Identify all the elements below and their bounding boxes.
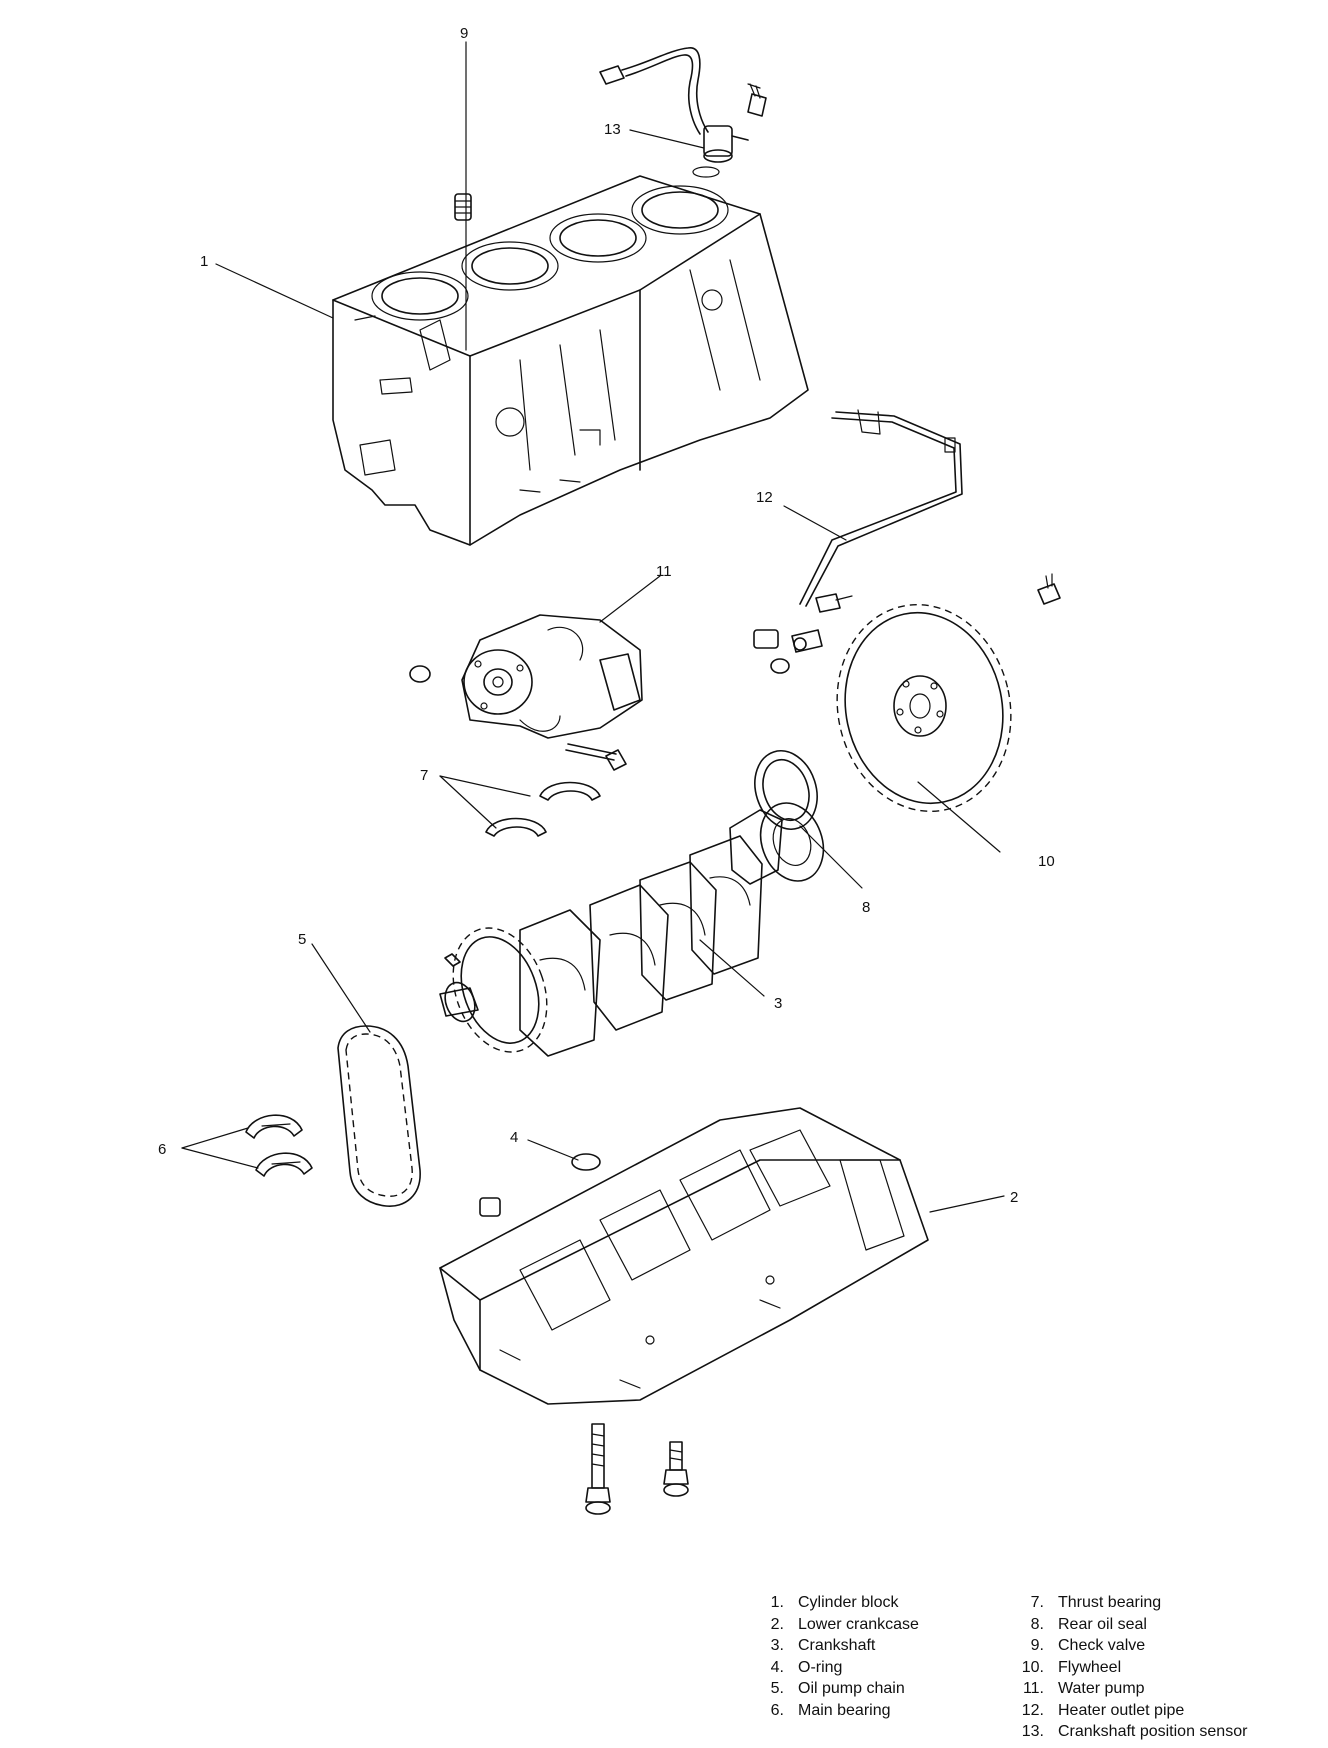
callout-12: 12 <box>756 489 773 506</box>
oil-pump-chain-drawing <box>337 1025 421 1207</box>
legend-number: 5. <box>770 1680 784 1697</box>
callout-11: 11 <box>656 563 672 580</box>
callout-13: 13 <box>604 121 621 138</box>
legend-item: 8. Rear oil seal <box>1012 1614 1247 1636</box>
legend-item: 7. Thrust bearing <box>1012 1592 1247 1614</box>
callout-7: 7 <box>420 767 428 784</box>
legend-item: 4. O-ring <box>752 1657 919 1679</box>
legend-label: Water pump <box>1058 1680 1145 1697</box>
legend-number: 13. <box>1021 1723 1044 1740</box>
legend-number: 6. <box>770 1701 784 1719</box>
legend-label: Flywheel <box>1058 1658 1122 1676</box>
callout-2: 2 <box>1010 1189 1018 1206</box>
legend-label: Crankshaft <box>798 1637 876 1654</box>
legend-item: 6. Main bearing <box>752 1700 919 1722</box>
legend-item: 10. Flywheel <box>1012 1657 1247 1679</box>
callout-4: 4 <box>510 1129 518 1146</box>
legend-number: 4. <box>770 1658 784 1676</box>
legend-label: Rear oil seal <box>1058 1615 1147 1633</box>
flywheel-drawing <box>836 573 1061 812</box>
legend-label: Main bearing <box>798 1701 891 1719</box>
main-bearing-drawing <box>245 1114 313 1177</box>
legend-label: Thrust bearing <box>1058 1594 1162 1611</box>
legend-item: 11. Water pump <box>1012 1678 1247 1700</box>
legend-number: 9. <box>1030 1637 1044 1654</box>
legend-left-column: 1. Cylinder block 2. Lower crankcase 3. Cra… <box>752 1592 919 1721</box>
callout-6: 6 <box>158 1141 166 1158</box>
heater-outlet-pipe-drawing <box>753 409 963 674</box>
legend-item: 9. Check valve <box>1012 1635 1247 1657</box>
legend-item: 1. Cylinder block <box>752 1592 919 1614</box>
o-ring-drawing <box>571 1153 601 1171</box>
water-pump-drawing <box>409 614 643 771</box>
legend-number: 12. <box>1021 1701 1044 1719</box>
crankshaft-drawing <box>439 802 825 1057</box>
cylinder-block-drawing <box>332 175 809 546</box>
callout-5: 5 <box>298 931 306 948</box>
legend-label: Check valve <box>1058 1637 1146 1654</box>
legend-label: Lower crankcase <box>798 1615 919 1633</box>
legend-item: 5. Oil pump chain <box>752 1678 919 1700</box>
rear-oil-seal-drawing <box>754 750 818 830</box>
legend-number: 7. <box>1030 1594 1044 1611</box>
legend-label: Cylinder block <box>798 1594 899 1611</box>
legend-right-column: 7. Thrust bearing 8. Rear oil seal 9. Check… <box>1012 1592 1248 1743</box>
legend-label: Heater outlet pipe <box>1058 1701 1185 1719</box>
legend-label: O-ring <box>798 1658 843 1676</box>
callout-1: 1 <box>200 253 208 270</box>
leader-lines <box>181 41 1005 1213</box>
callout-8: 8 <box>862 899 870 916</box>
legend-number: 10. <box>1021 1658 1044 1676</box>
lower-crankcase-drawing <box>439 1107 929 1405</box>
crankcase-bolts-drawing <box>585 1423 689 1515</box>
legend-number: 11. <box>1022 1680 1044 1697</box>
callout-3: 3 <box>774 995 782 1012</box>
legend-number: 2. <box>770 1615 784 1633</box>
legend-item: 13. Crankshaft position sensor <box>1012 1721 1248 1743</box>
legend-number: 1. <box>770 1594 784 1611</box>
callout-10: 10 <box>1038 853 1055 870</box>
crankshaft-position-sensor-drawing <box>599 47 767 178</box>
legend-label: Oil pump chain <box>798 1680 905 1697</box>
callout-9: 9 <box>460 25 468 42</box>
legend-label: Crankshaft position sensor <box>1058 1723 1248 1740</box>
check-valve-drawing <box>454 193 472 221</box>
legend-item: 3. Crankshaft <box>752 1635 919 1657</box>
legend-item: 12. Heater outlet pipe <box>1012 1700 1247 1722</box>
thrust-bearing-drawing <box>485 781 601 837</box>
legend-number: 8. <box>1030 1615 1044 1633</box>
legend-item: 2. Lower crankcase <box>752 1614 919 1636</box>
legend-number: 3. <box>770 1637 784 1654</box>
